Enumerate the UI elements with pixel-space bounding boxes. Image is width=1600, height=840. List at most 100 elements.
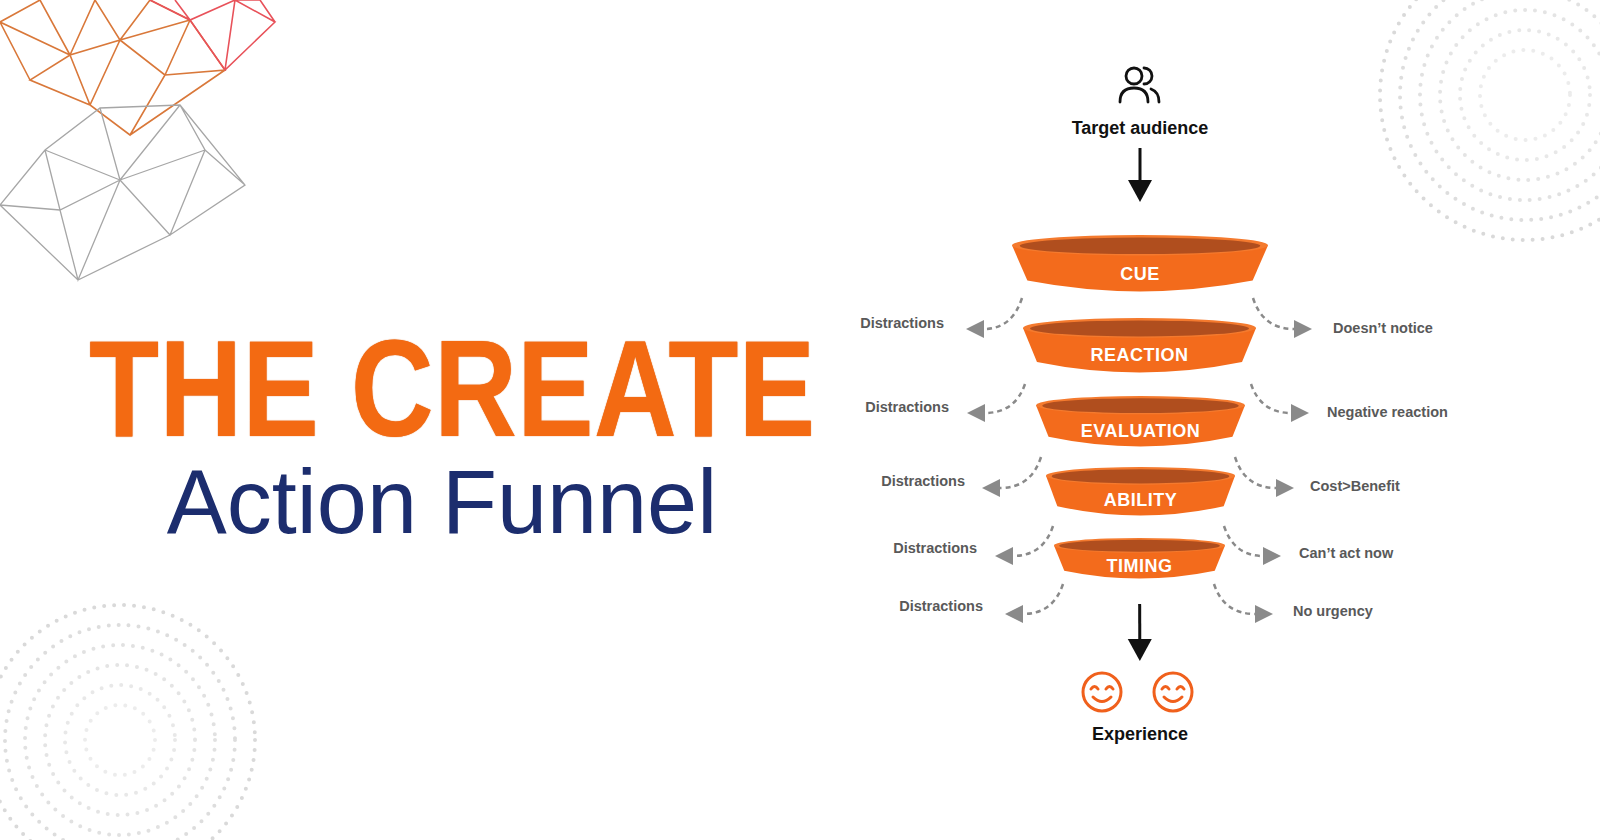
text-holder: REACTION (1023, 339, 1256, 373)
node-label: Target audience (1050, 118, 1230, 138)
arrowhead (1255, 605, 1273, 623)
band-opening (1052, 469, 1230, 483)
funnel-band: TIMING (1054, 538, 1225, 579)
dotted-ring (5, 625, 235, 840)
band-opening (1059, 540, 1220, 552)
smiley-eye (1106, 687, 1113, 690)
dotted-ring (1400, 0, 1600, 220)
arrowhead (1128, 180, 1152, 202)
arrow-shaft (1139, 148, 1142, 182)
band-opening (1042, 398, 1238, 413)
people-icon (1117, 62, 1163, 108)
smiley-face (1154, 673, 1192, 711)
dropoff-label: No urgency (1293, 603, 1373, 620)
flow-arrow (1128, 604, 1152, 661)
person-body (1120, 88, 1148, 102)
band-rim (1023, 318, 1256, 338)
funnel-band: EVALUATION (1036, 396, 1245, 447)
smiley-mouth (1164, 697, 1182, 702)
subtitle-text: Action Funnel (62, 450, 822, 554)
smiley-outline (1083, 673, 1121, 711)
smiley-mouth (1093, 697, 1111, 702)
dotted-ring (0, 605, 255, 840)
leader-line (1224, 526, 1263, 556)
dotted-ring (25, 645, 215, 835)
band-rim (1036, 396, 1245, 414)
dropoff-label: Can’t act now (1299, 545, 1393, 562)
mesh-decoration (0, 105, 245, 280)
dropoff-label: Negative reaction (1327, 404, 1448, 421)
leader-line (1253, 298, 1294, 329)
mesh-decoration (0, 0, 225, 135)
experience-node: Experience (1060, 666, 1220, 746)
smiley-outline (1154, 673, 1192, 711)
arrowhead (966, 320, 984, 338)
node-label: ABILITY (1104, 490, 1178, 511)
dotted-ring (1460, 30, 1590, 160)
text-holder: ABILITY (1046, 486, 1235, 516)
arrowhead (1294, 320, 1312, 338)
smiley-face (1083, 673, 1121, 711)
arrowhead (1291, 404, 1309, 422)
text-holder: EVALUATION (1036, 415, 1245, 447)
leader-line (1013, 526, 1053, 556)
leader-line (1235, 457, 1276, 488)
dotted-ring (85, 705, 155, 775)
funnel-band: CUE (1012, 235, 1268, 292)
text-holder: Target audience (1050, 118, 1230, 138)
dropoff-label: Distractions (881, 473, 965, 490)
person-body (1151, 89, 1159, 102)
leader-line (984, 298, 1022, 329)
person-head (1144, 68, 1152, 84)
band-rim (1012, 235, 1268, 256)
dropoff-label: Distractions (899, 598, 983, 615)
dropoff-label: Doesn’t notice (1333, 320, 1433, 337)
smiley-icons (1060, 666, 1220, 718)
text-holder: CUE (1012, 257, 1268, 292)
dropoff-label: Distractions (893, 540, 977, 557)
leader-line (1251, 384, 1291, 413)
arrowhead (995, 547, 1013, 565)
dropoff-label: Cost>Benefit (1310, 478, 1400, 495)
arrowhead (1263, 547, 1281, 565)
node-label: Experience (1060, 724, 1220, 744)
dropoff-leaders (984, 298, 1294, 614)
text-holder: TIMING (1054, 554, 1225, 579)
node-label: CUE (1120, 264, 1160, 285)
dotted-ring (1440, 10, 1600, 180)
smiley-eye (1091, 687, 1098, 690)
band-rim (1054, 538, 1225, 553)
dotted-ring (65, 685, 175, 795)
arrowhead (1276, 479, 1294, 497)
flow-arrow (1128, 148, 1152, 202)
arrowhead (982, 479, 1000, 497)
people-icon-lines (1120, 68, 1159, 102)
smiley-eye (1177, 687, 1184, 690)
dotted-ring (1480, 50, 1570, 140)
band-opening (1030, 320, 1249, 336)
node-label: EVALUATION (1081, 421, 1200, 442)
smiley-eye (1162, 687, 1169, 690)
arrowhead (1005, 605, 1023, 623)
dotted-ring (1420, 0, 1600, 200)
dotted-ring (45, 665, 195, 815)
audience-node: Target audience (1050, 60, 1230, 140)
title-text: THE CREATE (82, 314, 822, 463)
arrow-shaft (1138, 604, 1141, 641)
node-label: TIMING (1107, 556, 1173, 577)
mesh-decoration (150, 0, 275, 70)
dotted-ring (1380, 0, 1600, 240)
leader-line (1000, 457, 1041, 488)
node-label: REACTION (1091, 345, 1189, 366)
dropoff-label: Distractions (860, 315, 944, 332)
text-holder: Experience (1060, 724, 1220, 744)
band-rim (1046, 467, 1235, 485)
band-opening (1020, 238, 1261, 255)
dropoff-label: Distractions (865, 399, 949, 416)
funnel-band: REACTION (1023, 318, 1256, 373)
person-head (1126, 68, 1142, 84)
arrowhead (1128, 639, 1152, 661)
leader-heads (966, 320, 1312, 623)
